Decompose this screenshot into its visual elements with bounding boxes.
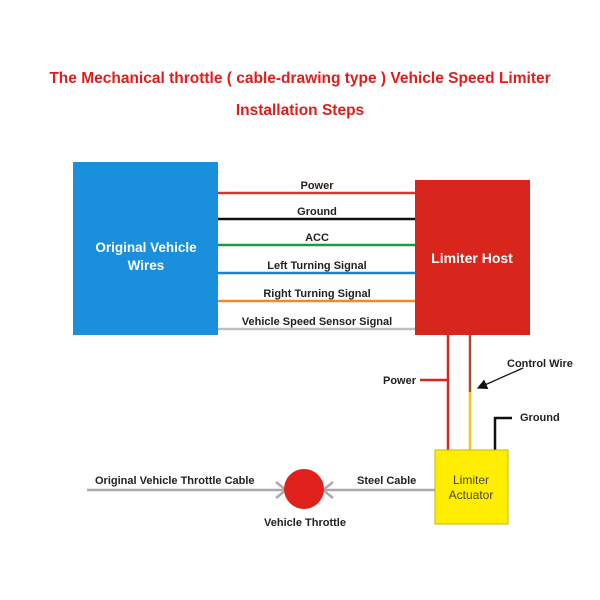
control-wire-label: Control Wire [507,358,573,370]
wire-label: Ground [297,206,337,218]
wire-label: Power [300,180,334,192]
wire-label: ACC [305,232,329,244]
limiter-host-box [415,180,530,335]
control-wire-arrow [476,367,524,390]
wire-label: Vehicle Speed Sensor Signal [242,316,392,328]
original-vehicle-wires-box [73,162,218,335]
original-wires-label-1: Original Vehicle [95,240,197,255]
actuator-ground-wire [493,416,512,450]
original-wires-label-2: Wires [128,258,165,273]
actuator-ground-label: Ground [520,412,560,424]
wire-label: Right Turning Signal [263,288,370,300]
limiter-host-label: Limiter Host [431,250,513,266]
title-line-1: The Mechanical throttle ( cable-drawing … [49,70,551,87]
wire-label: Left Turning Signal [267,260,366,272]
vehicle-throttle-icon [284,469,324,509]
steel-cable-label: Steel Cable [357,475,416,487]
vehicle-throttle-label: Vehicle Throttle [264,517,346,529]
title-line-2: Installation Steps [235,102,365,119]
limiter-actuator-box [434,449,509,525]
actuator-label-1: Limiter [453,473,489,487]
actuator-label-2: Actuator [449,488,494,502]
original-cable-label: Original Vehicle Throttle Cable [95,475,255,487]
actuator-power-label: Power [383,375,417,387]
